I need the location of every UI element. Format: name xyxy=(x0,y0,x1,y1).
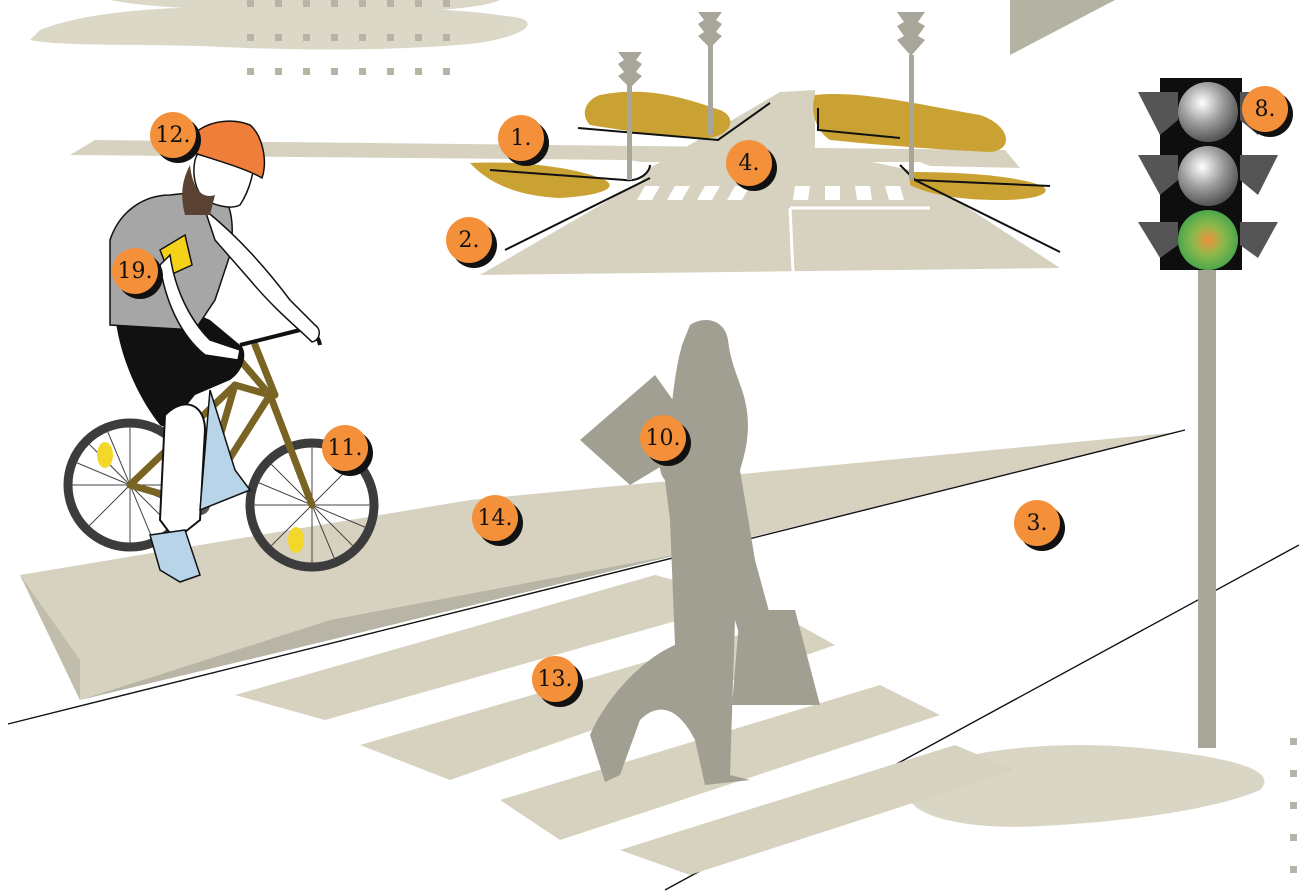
cyclist-icon xyxy=(68,121,374,582)
dot-column-right xyxy=(1290,738,1297,873)
marker-2[interactable]: 2. xyxy=(446,217,492,263)
texture-bottom-right xyxy=(908,745,1265,827)
marker-12[interactable]: 12. xyxy=(150,112,196,158)
marker-14[interactable]: 14. xyxy=(472,495,518,541)
marker-8[interactable]: 8. xyxy=(1242,86,1288,132)
marker-3[interactable]: 3. xyxy=(1014,500,1060,546)
marker-13[interactable]: 13. xyxy=(532,656,578,702)
marker-4[interactable]: 4. xyxy=(726,140,772,186)
corner-shape-top xyxy=(1010,0,1115,55)
marker-11[interactable]: 11. xyxy=(322,425,368,471)
texture-top-left xyxy=(30,0,528,50)
marker-19[interactable]: 19. xyxy=(112,248,158,294)
traffic-light-icon xyxy=(1138,78,1278,748)
marker-1[interactable]: 1. xyxy=(498,115,544,161)
marker-10[interactable]: 10. xyxy=(640,415,686,461)
